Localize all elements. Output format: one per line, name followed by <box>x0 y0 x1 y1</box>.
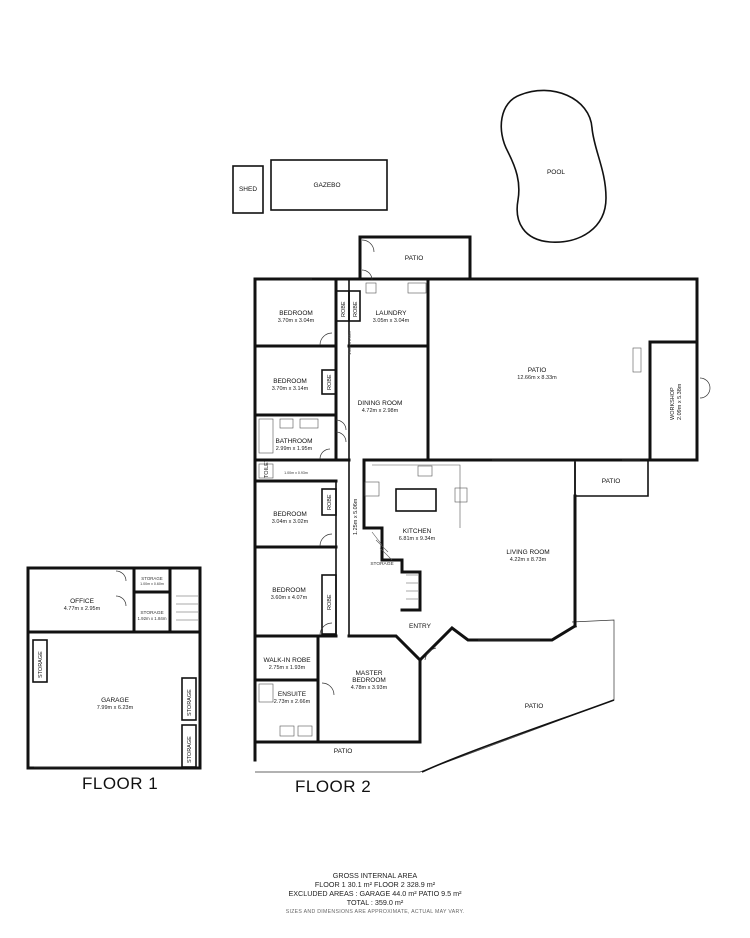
summary-total: TOTAL : 359.0 m² <box>346 898 404 907</box>
workshop-dims: 2.09m x 5.38m <box>677 383 683 420</box>
robe1-label: ROBE <box>341 301 347 317</box>
shed-label: SHED <box>239 186 257 193</box>
workshop-label: WORKSHOP <box>670 387 676 420</box>
patio-side-label: PATIO <box>602 478 621 485</box>
patio-main-dims: 12.66m x 8.33m <box>517 375 557 381</box>
shed-outline <box>232 165 264 214</box>
kitchen-label: KITCHEN <box>403 528 432 535</box>
laundry-label: LAUNDRY <box>376 310 408 317</box>
storage-r2-label: STORAGE <box>187 736 193 763</box>
toilet-dims: 1.00m x 0.93m <box>284 471 308 475</box>
patio-bottom-label: PATIO <box>334 748 353 755</box>
dining-label: DINING ROOM <box>358 400 403 407</box>
living-label: LIVING ROOM <box>506 549 549 556</box>
kitchen-dims: 6.81m x 9.34m <box>399 536 436 542</box>
outdoor-structures <box>232 89 607 243</box>
patio-main-label: PATIO <box>528 367 547 374</box>
hall-dims: 1.25m x 5.06m <box>353 498 359 535</box>
walkin-dims: 2.75m x 1.93m <box>269 665 306 671</box>
storage-r1-label: STORAGE <box>187 689 193 716</box>
laundry-dims: 3.05m x 3.04m <box>373 318 410 324</box>
bedroom2-label: BEDROOM <box>273 378 307 385</box>
floor2-fixtures <box>258 239 711 737</box>
ensuite-dims: 2.73m x 2.66m <box>274 699 311 705</box>
floor1-label: FLOOR 1 <box>82 774 159 793</box>
office-dims: 4.77m x 2.95m <box>64 606 101 612</box>
floor2-label: FLOOR 2 <box>295 777 372 796</box>
summary-disclaimer: SIZES AND DIMENSIONS ARE APPROXIMATE, AC… <box>285 909 465 915</box>
dining-dims: 4.72m x 2.98m <box>362 408 399 414</box>
bathroom-dims: 2.99m x 1.95m <box>276 446 313 452</box>
storage-mid-label: STORAGE <box>140 610 163 616</box>
ensuite-label: ENSUITE <box>278 691 307 698</box>
bathroom-label: BATHROOM <box>275 438 312 445</box>
room-labels: SHED GAZEBO POOL PATIO BEDROOM 3.70m x 3… <box>38 169 683 763</box>
storage-mid-dims: 1.92m x 1.84m <box>137 616 166 621</box>
patio-right-label: PATIO <box>525 703 544 710</box>
master-label: MASTER <box>355 670 382 677</box>
garage-label: GARAGE <box>101 697 129 704</box>
living-dims: 4.22m x 8.73m <box>510 557 547 563</box>
patio-top-label: PATIO <box>405 255 424 262</box>
robe3-label: ROBE <box>327 374 333 390</box>
bedroom2-dims: 3.70m x 3.14m <box>272 386 309 392</box>
summary-title: GROSS INTERNAL AREA <box>332 871 418 880</box>
bedroom3-label: BEDROOM <box>273 511 307 518</box>
master-label-2: BEDROOM <box>352 677 386 684</box>
bedroom3-dims: 3.04m x 3.02m <box>272 519 309 525</box>
bedroom4-label: BEDROOM <box>272 587 306 594</box>
storage-small-dims: 1.00m x 0.60m <box>140 582 164 586</box>
storage-small-label: STORAGE <box>141 576 162 581</box>
robe2-label: ROBE <box>353 301 359 317</box>
garage-dims: 7.99m x 6.23m <box>97 705 134 711</box>
toilet-label: TOILET <box>264 458 270 478</box>
master-dims: 4.78m x 3.93m <box>351 685 388 691</box>
summary-line1: FLOOR 1 30.1 m² FLOOR 2 328.9 m² <box>314 880 436 889</box>
bedroom1-dims: 3.70m x 3.04m <box>278 318 315 324</box>
summary-line2: EXCLUDED AREAS : GARAGE 44.0 m² PATIO 9.… <box>288 889 462 898</box>
linen-dims: 1.00m x 0.55m <box>348 331 352 355</box>
robe4-label: ROBE <box>327 494 333 510</box>
entry-label: ENTRY <box>409 623 432 630</box>
pool-label: POOL <box>547 169 565 176</box>
pool-outline <box>500 89 607 243</box>
storage-left-label: STORAGE <box>38 651 44 678</box>
bedroom4-dims: 3.60m x 4.07m <box>271 595 308 601</box>
gazebo-label: GAZEBO <box>313 182 340 189</box>
floor1-walls <box>26 566 202 770</box>
storage-f2-label: STORAGE <box>370 561 393 567</box>
bedroom1-label: BEDROOM <box>279 310 313 317</box>
office-label: OFFICE <box>70 598 94 605</box>
robe5-label: ROBE <box>327 594 333 610</box>
gazebo-outline <box>270 159 388 211</box>
walkin-label: WALK-IN ROBE <box>263 657 311 664</box>
